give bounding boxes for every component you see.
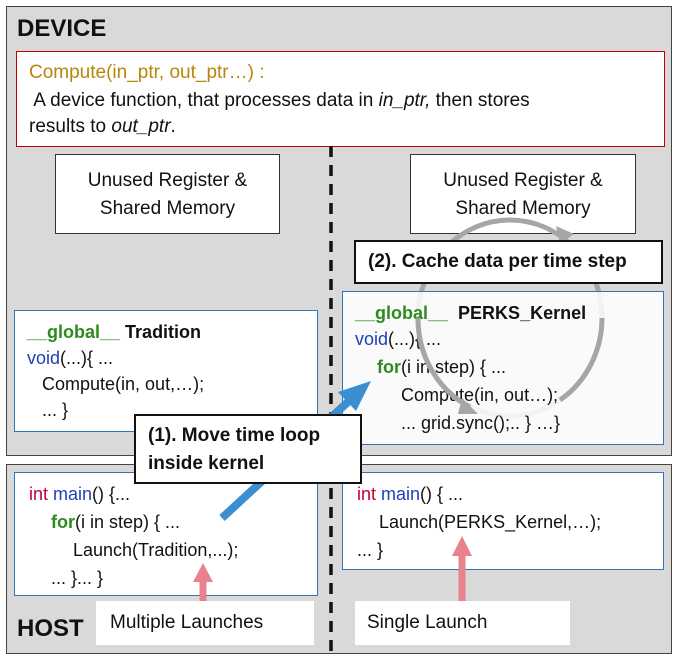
host-left-line1-rest: () {... (92, 484, 131, 504)
tradition-line4: ... } (27, 400, 69, 420)
perks-global-keyword: __global__ (355, 303, 449, 323)
host-left-line1: int main() {... (29, 481, 130, 507)
perks-void-keyword: void (355, 329, 389, 349)
tradition-line2: void(...){ ... (27, 345, 113, 371)
void-keyword: void (27, 348, 61, 368)
device-title: DEVICE (17, 15, 107, 42)
unused-memory-right: Unused Register & Shared Memory (410, 154, 636, 234)
compute-description-box: Compute(in_ptr, out_ptr…) : A device fun… (16, 51, 665, 147)
tradition-kernel-name: Tradition (120, 322, 202, 342)
multiple-launches-text: Multiple Launches (110, 612, 264, 633)
perks-kernel-box: __global__ PERKS_Kernel void(...){ ... f… (342, 291, 664, 445)
perks-for-keyword: for (377, 357, 401, 377)
host-right-line3: ... } (357, 540, 384, 560)
perks-line3-rest: (i in step) { ... (401, 357, 507, 377)
move-label-line1: (1). Move time loop (148, 425, 321, 446)
perks-line4: Compute(in, out…); (401, 385, 559, 405)
tradition-line3: Compute(in, out,…); (27, 374, 205, 394)
host-left-line4: ... }... } (51, 568, 104, 588)
cache-data-label: (2). Cache data per time step (354, 240, 663, 284)
cache-data-text: (2). Cache data per time step (368, 251, 627, 272)
right-main-keyword: main (381, 484, 421, 504)
unused-left-line2: Shared Memory (99, 198, 236, 219)
compute-desc-line1: A device function, that processes data i… (29, 90, 530, 112)
perks-line1: __global__ PERKS_Kernel (355, 300, 586, 326)
global-keyword: __global__ (27, 322, 121, 342)
perks-kernel-name: PERKS_Kernel (448, 303, 587, 323)
host-left-line2-rest: (i in step) { ... (75, 512, 181, 532)
host-left-code-box: int main() {... for(i in step) { ... Lau… (14, 472, 318, 596)
desc-text-2: then stores (430, 90, 530, 111)
compute-desc-line2: results to out_ptr. (29, 116, 176, 138)
tradition-line2-rest: (...){ ... (60, 348, 114, 368)
compute-header: Compute(in_ptr, out_ptr…) : (29, 62, 265, 83)
perks-line2-rest: (...){ ... (388, 329, 442, 349)
tradition-line1: __global__ Tradition (27, 319, 201, 345)
host-for-keyword: for (51, 512, 75, 532)
single-launch-label: Single Launch (355, 601, 570, 645)
tradition-kernel-box: __global__ Tradition void(...){ ... Comp… (14, 310, 318, 432)
multiple-launches-label: Multiple Launches (96, 601, 314, 645)
host-title: HOST (17, 615, 84, 642)
unused-right-line1: Unused Register & (443, 170, 603, 191)
int-keyword: int (29, 484, 49, 504)
host-right-line2: Launch(PERKS_Kernel,…); (379, 512, 602, 532)
perks-line3: for(i in step) { ... (377, 354, 506, 380)
right-int-keyword: int (357, 484, 377, 504)
host-right-line1: int main() { ... (357, 481, 463, 507)
host-right-line1-rest: () { ... (420, 484, 464, 504)
host-left-line3: Launch(Tradition,...); (73, 540, 239, 560)
move-time-loop-label: (1). Move time loop inside kernel (134, 414, 362, 484)
desc-text-4: . (170, 116, 176, 137)
single-launch-text: Single Launch (367, 612, 488, 633)
host-left-line2: for(i in step) { ... (51, 509, 180, 535)
perks-line2: void(...){ ... (355, 326, 441, 352)
perks-line5: ... grid.sync();.. } …} (401, 413, 561, 433)
desc-out-ptr: out_ptr (111, 116, 171, 137)
desc-text-1: A device function, that processes data i… (29, 90, 379, 111)
unused-right-line2: Shared Memory (455, 198, 591, 219)
main-keyword: main (53, 484, 93, 504)
unused-left-line1: Unused Register & (87, 170, 248, 191)
move-label-line2: inside kernel (148, 453, 265, 474)
desc-in-ptr: in_ptr, (378, 90, 431, 111)
host-right-code-box: int main() { ... Launch(PERKS_Kernel,…);… (342, 472, 664, 570)
unused-memory-left: Unused Register & Shared Memory (55, 154, 280, 234)
desc-text-3: results to (29, 116, 112, 137)
